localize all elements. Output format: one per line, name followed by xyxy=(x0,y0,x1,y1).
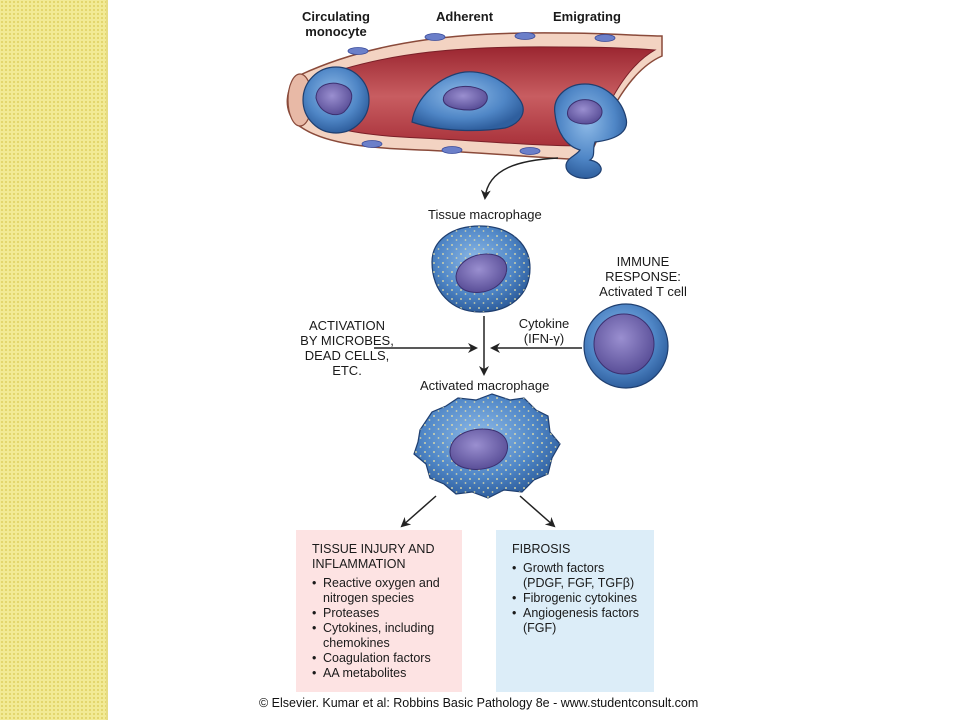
adherent-monocyte-cell xyxy=(411,71,524,132)
tissue-macrophage-label: Tissue macrophage xyxy=(428,207,542,222)
activated-macrophage-cell xyxy=(413,393,561,499)
list-item: Angiogenesis factors (FGF) xyxy=(512,606,640,636)
activated-t-cell xyxy=(583,303,669,389)
endothelial-nuclei xyxy=(347,32,616,155)
adherent-label: Adherent xyxy=(436,9,494,24)
list-item: AA metabolites xyxy=(312,666,448,681)
list-item: Growth factors (PDGF, FGF, TGFβ) xyxy=(512,561,640,591)
emigrating-monocyte-cell xyxy=(554,83,628,179)
list-item: Coagulation factors xyxy=(312,651,448,666)
copyright-footer: © Elsevier. Kumar et al: Robbins Basic P… xyxy=(259,696,699,710)
circulating-monocyte-cell xyxy=(302,66,370,134)
tissue-injury-list: Reactive oxygen and nitrogen species Pro… xyxy=(312,576,448,681)
emigrating-label: Emigrating xyxy=(553,9,621,24)
emigration-arrow xyxy=(480,157,559,200)
fibrosis-box: FIBROSIS Growth factors (PDGF, FGF, TGFβ… xyxy=(496,530,654,692)
list-item: Proteases xyxy=(312,606,448,621)
cytokine-label: Cytokine(IFN-γ) xyxy=(518,316,570,346)
decorative-side-strip xyxy=(0,0,108,720)
activation-label: ACTIVATION BY MICROBES, DEAD CELLS, ETC. xyxy=(300,318,394,378)
list-item: Reactive oxygen and nitrogen species xyxy=(312,576,448,606)
list-item: Cytokines, including chemokines xyxy=(312,621,448,651)
tissue-macrophage-cell xyxy=(431,225,531,313)
injury-arrow xyxy=(400,495,437,528)
activated-macrophage-label: Activated macrophage xyxy=(420,378,550,393)
fibrosis-list: Growth factors (PDGF, FGF, TGFβ) Fibroge… xyxy=(512,561,640,636)
fibrosis-title: FIBROSIS xyxy=(512,542,571,556)
list-item: Fibrogenic cytokines xyxy=(512,591,640,606)
immune-response-label: IMMUNE RESPONSE: Activated T cell xyxy=(599,254,687,299)
fibrosis-arrow xyxy=(519,495,556,528)
